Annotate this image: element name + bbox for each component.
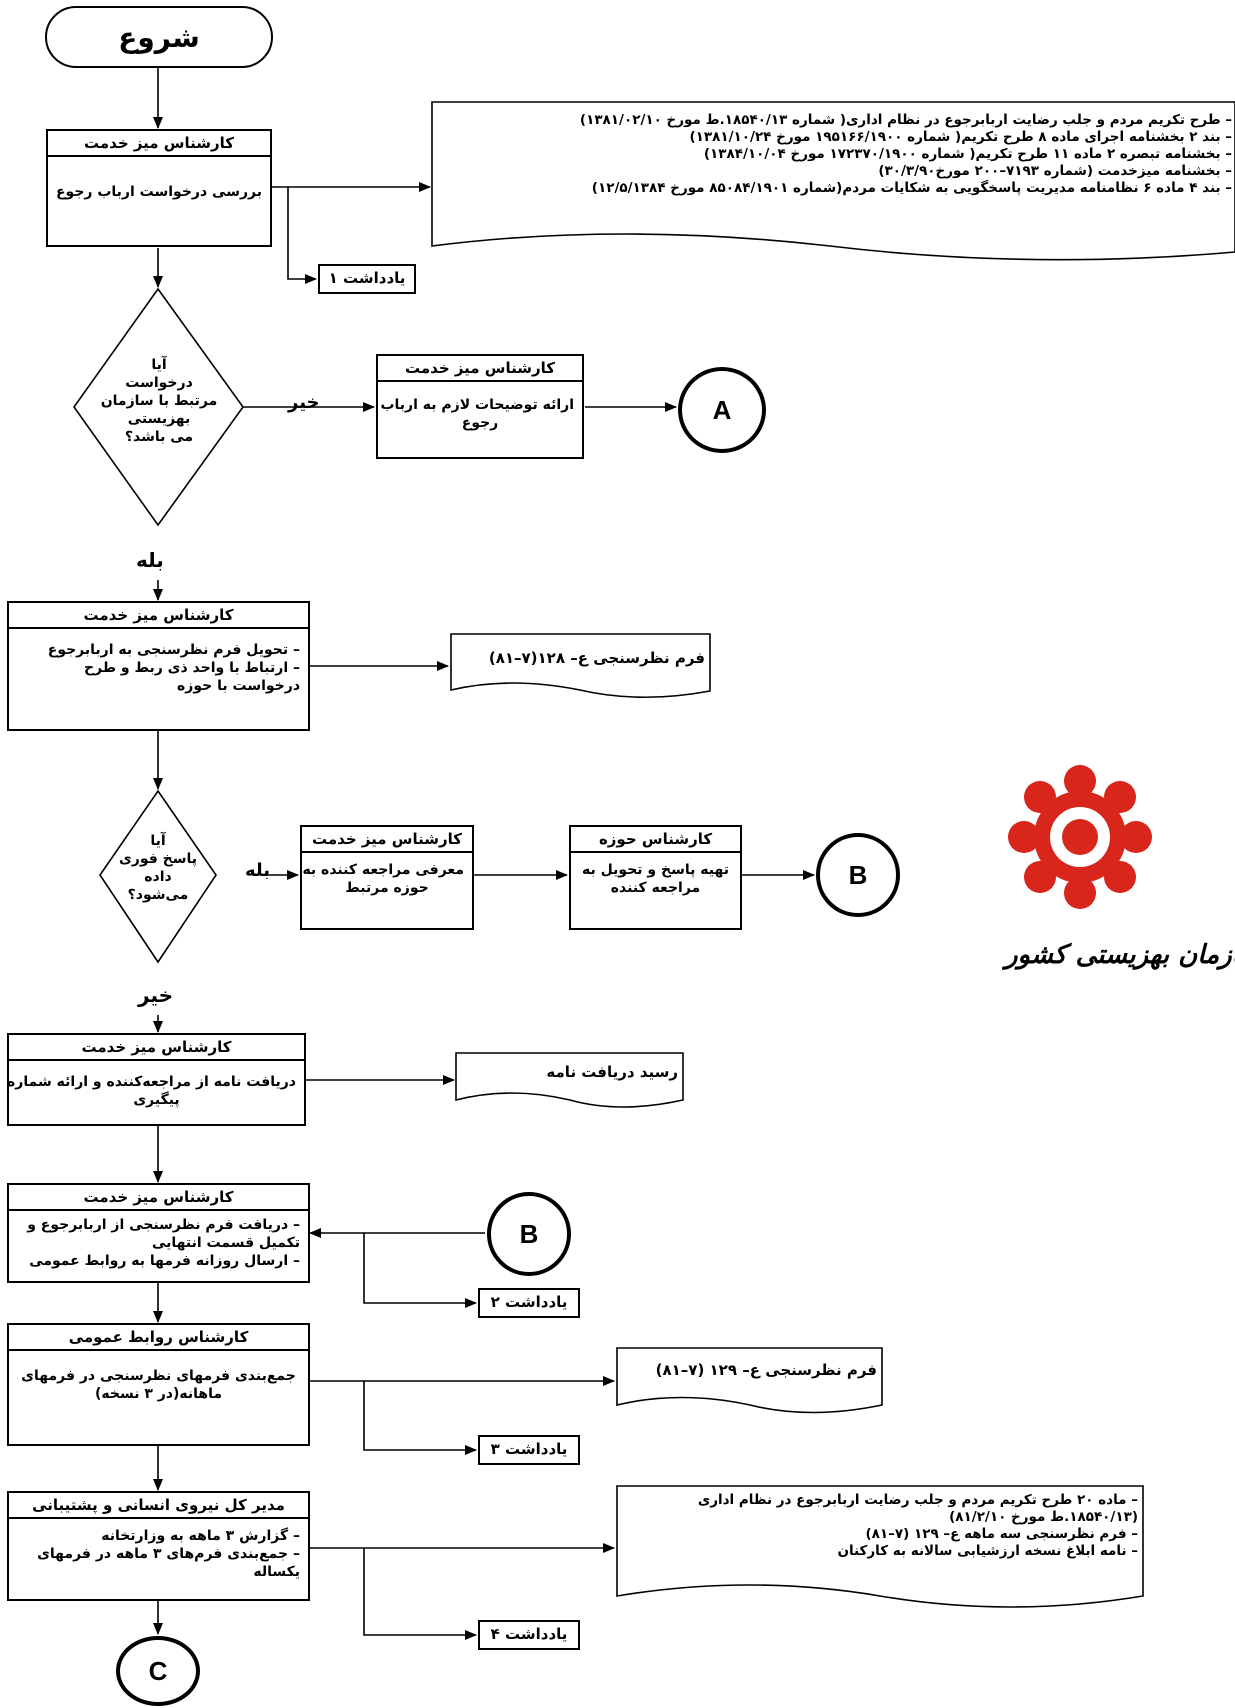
step1-body: بررسی درخواست ارباب رجوع: [55, 184, 262, 200]
step5-body: جمع‌بندی فرمهای نظرسنجی در فرمهای ماهانه…: [21, 1368, 296, 1402]
reference-line: – بند ۲ بخشنامه اجرای ماده ۸ طرح تکریم( …: [689, 129, 1232, 145]
step3-header: کارشناس میز خدمت: [9, 1035, 304, 1061]
reference-line: – بند ۴ ماده ۶ نظامنامه مدیریت پاسخگویی …: [591, 180, 1232, 196]
step4-body: – دریافت فرم نظرسنجی از اربابرجوع و تکمی…: [27, 1217, 300, 1269]
form129-doc-text: فرم نظرسنجی ع– ۱۲۹ (۷–۸۱): [655, 1361, 877, 1379]
step5-box: کارشناس روابط عمومی جمع‌بندی فرمهای نظرس…: [7, 1323, 310, 1446]
note-3: یادداشت ۳: [478, 1435, 580, 1465]
step5-header: کارشناس روابط عمومی: [9, 1325, 308, 1351]
step2-yes-a-box: کارشناس میز خدمت معرفی مراجعه کننده به ح…: [300, 825, 474, 930]
reference-line: – بخشنامه میزخدمت (شماره ۷۱۹۳–۲۰۰ مورخ۳۰…: [878, 163, 1232, 179]
step2-yes-a-header: کارشناس میز خدمت: [302, 827, 472, 853]
reference-line: – بخشنامه تبصره ۲ ماده ۱۱ طرح تکریم( شما…: [703, 146, 1232, 162]
form129-doc-shape: [616, 1347, 883, 1414]
step2-yes-b-header: کارشناس حوزه: [571, 827, 740, 853]
step1-no-header: کارشناس میز خدمت: [378, 356, 582, 382]
decision2-yes-label: بله: [245, 860, 271, 881]
receipt-doc-text: رسید دریافت نامه: [546, 1063, 678, 1081]
step3-body: دریافت نامه از مراجعه‌کننده و ارائه شمار…: [7, 1074, 296, 1108]
step2-body: – تحویل فرم نظرسنجی به اربابرجوع – ارتبا…: [47, 642, 300, 694]
note-2: یادداشت ۲: [478, 1288, 580, 1318]
step6-body: – گزارش ۳ ماهه به وزارتخانه – جمع‌بندی ف…: [37, 1528, 300, 1580]
step2-yes-a-body: معرفی مراجعه کننده به حوزه مرتبط: [302, 862, 464, 896]
decision1-text: آیا درخواست مرتبط با سازمان بهزیستی می ب…: [100, 357, 218, 445]
step1-no-box: کارشناس میز خدمت ارائه توضیحات لازم به ا…: [376, 354, 584, 459]
decision1-no-label: خیر: [288, 392, 320, 413]
note-4: یادداشت ۴: [478, 1620, 580, 1650]
start-terminal: شروع: [45, 6, 273, 68]
decision2-no-label: خیر: [138, 983, 174, 1007]
reference-doc-shape: [431, 101, 1235, 261]
decision1-diamond: [73, 287, 244, 527]
connector-c: C: [116, 1636, 200, 1706]
step2-box: کارشناس میز خدمت – تحویل فرم نظرسنجی به …: [7, 601, 310, 731]
decision2-text: آیا پاسخ فوری داده می‌شود؟: [118, 833, 198, 903]
start-label: شروع: [118, 20, 200, 54]
step6-header: مدیر کل نیروی انسانی و پشتیبانی: [9, 1493, 308, 1519]
step1-box: کارشناس میز خدمت بررسی درخواست ارباب رجو…: [46, 129, 272, 247]
organization-logo-text: سازمان بهزیستی کشور: [1005, 940, 1235, 970]
step4-header: کارشناس میز خدمت: [9, 1185, 308, 1211]
organization-logo: [1008, 765, 1152, 909]
reference-line: – طرح تکریم مردم و جلب رضایت اربابرجوع د…: [579, 112, 1232, 128]
step1-header: کارشناس میز خدمت: [48, 131, 270, 157]
step2-yes-b-box: کارشناس حوزه تهیه پاسخ و تحویل به مراجعه…: [569, 825, 742, 930]
connector-b-bottom: B: [487, 1192, 571, 1276]
connector-a: A: [678, 367, 766, 453]
receipt-doc-shape: [455, 1052, 684, 1108]
decision1-yes-label: بله: [136, 548, 164, 572]
quarterly-doc-text: – ماده ۲۰ طرح تکریم مردم و جلب رضایت ارب…: [697, 1492, 1138, 1559]
connector-b-top: B: [816, 833, 900, 917]
step6-box: مدیر کل نیروی انسانی و پشتیبانی – گزارش …: [7, 1491, 310, 1601]
form128-doc-shape: [450, 633, 711, 699]
step2-header: کارشناس میز خدمت: [9, 603, 308, 629]
reference-doc-text: – طرح تکریم مردم و جلب رضایت اربابرجوع د…: [440, 112, 1232, 197]
quarterly-doc-shape: [616, 1485, 1144, 1608]
decision2-diamond: [99, 789, 217, 964]
step1-no-body: ارائه توضیحات لازم به ارباب رجوع: [380, 397, 574, 431]
step3-box: کارشناس میز خدمت دریافت نامه از مراجعه‌ک…: [7, 1033, 306, 1126]
step2-yes-b-body: تهیه پاسخ و تحویل به مراجعه کننده: [582, 862, 729, 896]
step4-box: کارشناس میز خدمت – دریافت فرم نظرسنجی از…: [7, 1183, 310, 1283]
form128-doc-text: فرم نظرسنجی ع– ۱۲۸(۷–۸۱): [488, 649, 705, 667]
note-1: یادداشت ۱: [318, 264, 416, 294]
